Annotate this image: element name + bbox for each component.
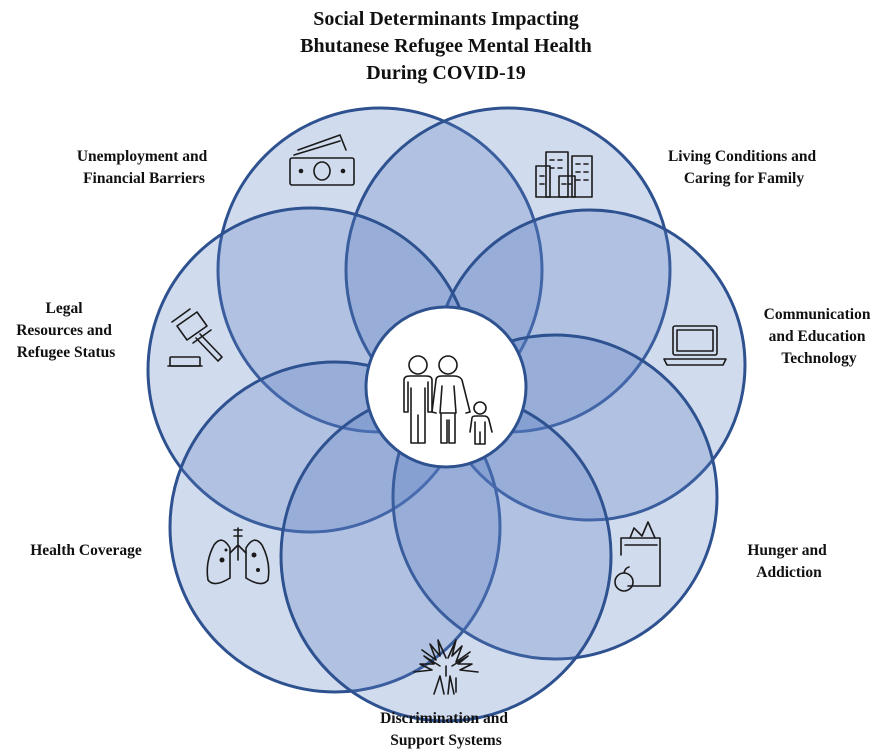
lungs-icon <box>206 527 270 585</box>
label-legal: Legal Resources and Refugee Status <box>16 300 116 361</box>
laptop-icon <box>663 325 727 366</box>
label-discrimination-line-1: Discrimination and <box>380 710 508 727</box>
buildings-icon <box>535 151 593 198</box>
label-living-line-1: Living Conditions and <box>668 148 817 165</box>
label-living-line-2: Caring for Family <box>684 170 805 187</box>
label-unemployment-line-2: Financial Barriers <box>83 170 205 187</box>
label-unemployment-line-1: Unemployment and <box>77 148 208 165</box>
label-hunger-line-1: Hunger and <box>747 542 827 559</box>
family-icon <box>403 355 493 445</box>
label-communication: Communication and Education Technology <box>764 306 875 367</box>
label-communication-line-1: Communication <box>764 306 871 323</box>
label-discrimination-line-2: Support Systems <box>390 732 502 749</box>
hands-icon <box>413 639 479 695</box>
label-legal-line-3: Refugee Status <box>17 344 116 361</box>
label-health: Health Coverage <box>30 542 142 559</box>
title-line-2: Bhutanese Refugee Mental Health <box>300 35 592 57</box>
label-hunger: Hunger and Addiction <box>747 542 830 581</box>
label-communication-line-2: and Education <box>769 328 866 345</box>
label-discrimination: Discrimination and Support Systems <box>380 710 512 749</box>
gavel-icon <box>167 308 223 367</box>
label-health-line-1: Health Coverage <box>30 542 142 559</box>
label-communication-line-3: Technology <box>781 350 856 367</box>
label-legal-line-1: Legal <box>46 300 84 317</box>
label-unemployment: Unemployment and Financial Barriers <box>77 148 211 187</box>
label-living: Living Conditions and Caring for Family <box>668 148 820 187</box>
title-line-1: Social Determinants Impacting <box>313 8 579 30</box>
money-icon <box>289 134 355 186</box>
label-hunger-line-2: Addiction <box>756 564 822 581</box>
label-legal-line-2: Resources and <box>16 322 112 339</box>
center-circle <box>364 305 528 469</box>
grocery-bag-icon <box>614 521 661 592</box>
title-line-3: During COVID-19 <box>366 62 525 84</box>
